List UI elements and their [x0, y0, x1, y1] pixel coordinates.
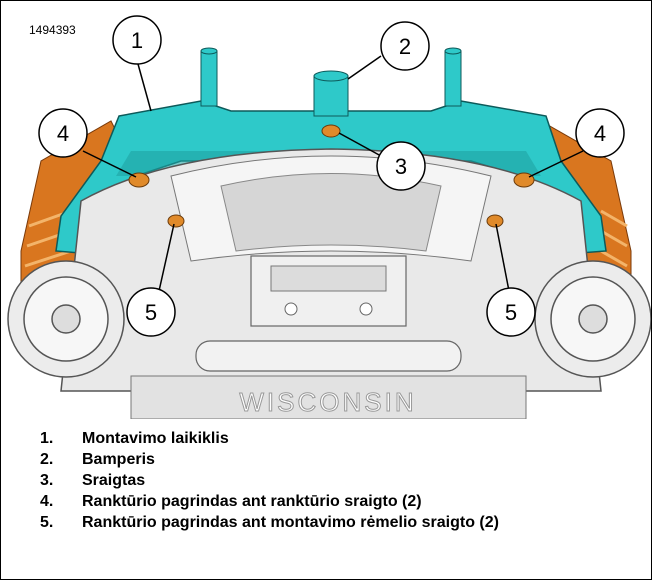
- legend-number: 2.: [40, 451, 54, 468]
- legend-item: 3. Sraigtas: [40, 470, 640, 491]
- callout-3: [376, 141, 426, 191]
- legend-label: Montavimo laikiklis: [82, 430, 229, 447]
- callout-4-right: [575, 108, 625, 158]
- left-auxiliary-lamp: [7, 260, 125, 378]
- callout-5-left: [126, 287, 176, 337]
- legend-item: 2. Bamperis: [40, 449, 640, 470]
- figure-id: 1494393: [29, 23, 76, 37]
- callout-4-left-number: 4: [57, 121, 69, 146]
- legend-number: 4.: [40, 493, 54, 510]
- callout-5-right-number: 5: [505, 300, 517, 325]
- legend-item: 1. Montavimo laikiklis: [40, 428, 640, 449]
- right-auxiliary-lamp: [534, 260, 652, 378]
- callout-1: [112, 15, 162, 65]
- legend-item: 4. Ranktūrio pagrindas ant ranktūrio sra…: [40, 491, 640, 512]
- technical-illustration: WISCONSIN: [1, 1, 652, 420]
- legend-label: Sraigtas: [82, 472, 146, 489]
- callout-4-left: [38, 108, 88, 158]
- callout-5-right: [486, 287, 536, 337]
- plate-text: WISCONSIN: [239, 387, 416, 417]
- callout-2-number: 2: [399, 34, 411, 59]
- parts-legend: 1. Montavimo laikiklis 2. Bamperis 3. Sr…: [40, 428, 640, 533]
- legend-label: Bamperis: [82, 451, 155, 468]
- callout-3-number: 3: [395, 154, 407, 179]
- legend-number: 1.: [40, 430, 54, 447]
- legend-label: Ranktūrio pagrindas ant montavimo rėmeli…: [82, 514, 499, 531]
- legend-number: 3.: [40, 472, 54, 489]
- legend-label: Ranktūrio pagrindas ant ranktūrio sraigt…: [82, 493, 422, 510]
- callout-4-right-number: 4: [594, 121, 606, 146]
- callout-1-number: 1: [131, 28, 143, 53]
- callout-2: [380, 21, 430, 71]
- legend-item: 5. Ranktūrio pagrindas ant montavimo rėm…: [40, 512, 640, 533]
- callout-5-left-number: 5: [145, 300, 157, 325]
- legend-number: 5.: [40, 514, 54, 531]
